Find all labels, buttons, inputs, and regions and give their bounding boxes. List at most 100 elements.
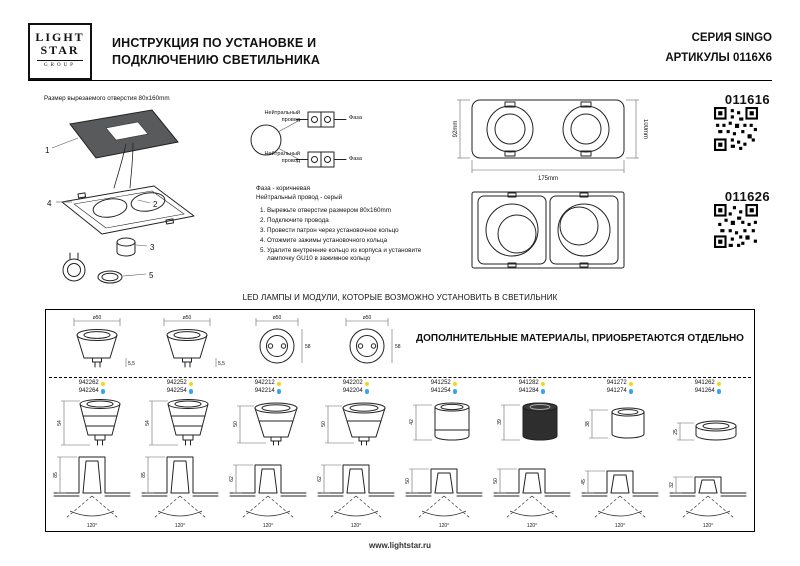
article-row: 941254 [431, 388, 458, 396]
phase-color-note: Фаза - коричневая [256, 185, 310, 192]
article-row: 942262 [79, 380, 106, 388]
part-number-2: 2 [153, 200, 158, 209]
page-title: ИНСТРУКЦИЯ ПО УСТАНОВКЕ И ПОДКЛЮЧЕНИЮ СВ… [112, 35, 320, 68]
title-line-1: ИНСТРУКЦИЯ ПО УСТАНОВКЕ И [112, 36, 317, 50]
lamp-article-cool: 941254 [430, 387, 451, 394]
beam-angle-label: 120° [263, 523, 273, 529]
lamp-article-warm: 941252 [430, 380, 451, 386]
warm-white-dot [364, 381, 370, 386]
wire-color-notes: Фаза - коричневая Нейтральный провод - с… [256, 184, 342, 202]
cool-white-dot [276, 389, 282, 394]
lamp-article-cool: 941264 [694, 387, 715, 394]
lamp-spec-diagrams: ø50 5,5 ø50 [56, 314, 408, 374]
cool-white-dot [188, 389, 194, 394]
article-row: 942204 [343, 388, 370, 396]
lamp-article-cool: 942264 [78, 387, 99, 394]
gu10-lamp-spec-1: ø50 5,5 [73, 315, 135, 368]
cool-white-dot [100, 389, 106, 394]
article-row: 941262 [695, 380, 722, 388]
lamp-option-column-2: 942252 942254 54 [136, 380, 224, 529]
lamp-height-label: 39 [497, 419, 503, 425]
installation-section-drawing: 50 120° [493, 468, 571, 529]
lamp-option-column-6: 941282 941284 39 [488, 380, 576, 529]
lamp-height-label: 50 [233, 421, 239, 427]
lamp-article-cool: 942254 [166, 387, 187, 394]
article-row: 941252 [431, 380, 458, 388]
article-number-1: 011616 [724, 92, 770, 107]
led-options-box: ø50 5,5 ø50 [45, 309, 755, 532]
lamp-article-cool: 942204 [342, 387, 363, 394]
cool-white-dot [364, 389, 370, 394]
neutral-color-note: Нейтральный провод - серый [256, 194, 343, 201]
beam-angle-label: 120° [615, 523, 625, 529]
website-url[interactable]: www.lightstar.ru [369, 541, 431, 550]
spec-diameter-label: ø50 [273, 315, 282, 321]
warm-white-dot [628, 381, 634, 386]
article-row: 942254 [167, 388, 194, 396]
beam-angle-label: 120° [439, 523, 449, 529]
lamp-article-warm: 941282 [518, 380, 539, 386]
lamp-option-columns: 942262 942264 54 [48, 380, 752, 529]
led-module-drawing: 42 [409, 402, 470, 441]
warm-white-dot [100, 381, 106, 386]
mr16-lamp-drawing: 54 [145, 399, 209, 446]
article-row: 942202 [343, 380, 370, 388]
part-number-3: 3 [150, 243, 155, 252]
article-row: 941264 [695, 388, 722, 396]
article-row: 941272 [607, 380, 634, 388]
part-number-1: 1 [45, 146, 50, 155]
beam-angle-label: 120° [527, 523, 537, 529]
lamp-option-column-8: 941262 941264 25 [664, 380, 752, 529]
installation-section-drawing: 85 120° [141, 456, 219, 529]
spec-length-label: 58 [305, 344, 311, 350]
logo-text-group: GROUP [37, 60, 83, 68]
led-module-round-drawing: 38 [585, 407, 645, 439]
lamp-article-cool: 941284 [518, 387, 539, 394]
step-3: Провести патрон через установочное кольц… [267, 227, 447, 235]
lamp-article-cool: 941274 [606, 387, 627, 394]
title-line-2: ПОДКЛЮЧЕНИЮ СВЕТИЛЬНИКА [112, 52, 321, 67]
lamp-option-column-3: 942212 942214 50 [224, 380, 312, 529]
spec-pin-label: 5,5 [218, 361, 225, 367]
lamp-article-warm: 942252 [166, 380, 187, 386]
gu10-lamp-spec-3: ø50 58 [255, 315, 311, 364]
articles-label: АРТИКУЛЫ 0116X6 [665, 52, 772, 64]
height-dimension: 92mm [453, 121, 459, 138]
installation-section-drawing: 62 120° [317, 464, 395, 529]
lightstar-logo: LIGHT STAR GROUP [28, 23, 92, 80]
lamp-article-cool: 942214 [254, 387, 275, 394]
lamp-article-warm: 942262 [78, 380, 99, 386]
exploded-view-diagram: 1 4 2 3 5 [45, 109, 195, 284]
gu10-lamp-spec-2: ø50 5,5 [163, 315, 225, 368]
phase-wire-label-bottom: Фаза [349, 156, 362, 162]
recess-depth-label: 50 [493, 478, 499, 484]
cool-white-dot [452, 389, 458, 394]
warm-white-dot [716, 381, 722, 386]
lamp-article-warm: 942212 [254, 380, 275, 386]
spec-length-label: 58 [395, 344, 401, 350]
reflector-lamp-drawing: 50 [321, 402, 386, 446]
lamp-height-label: 25 [673, 429, 679, 435]
installation-section-drawing: 50 120° [405, 468, 483, 529]
header-divider [28, 80, 772, 81]
beam-angle-label: 120° [87, 523, 97, 529]
logo-text-light: LIGHT [35, 30, 85, 44]
gu10-lamp-spec-4: ø50 58 [345, 315, 401, 364]
qr-code-1 [714, 107, 758, 151]
side-dimension: 100mm [642, 119, 648, 139]
qr-code-2 [714, 204, 758, 248]
article-number-2: 011626 [724, 189, 770, 204]
led-section-title: LED ЛАМПЫ И МОДУЛИ, КОТОРЫЕ ВОЗМОЖНО УСТ… [242, 293, 558, 302]
lamp-article-warm: 941262 [694, 380, 715, 386]
logo-text-star: STAR [40, 43, 80, 57]
lamp-height-label: 42 [409, 419, 415, 425]
recess-depth-label: 85 [141, 472, 147, 478]
lamp-height-label: 50 [321, 421, 327, 427]
recess-depth-label: 50 [405, 478, 411, 484]
lamp-option-column-4: 942202 942204 50 [312, 380, 400, 529]
lamp-article-warm: 941272 [606, 380, 627, 386]
reflector-lamp-drawing: 50 [233, 402, 298, 446]
lamp-height-label: 54 [145, 420, 151, 426]
beam-angle-label: 120° [351, 523, 361, 529]
